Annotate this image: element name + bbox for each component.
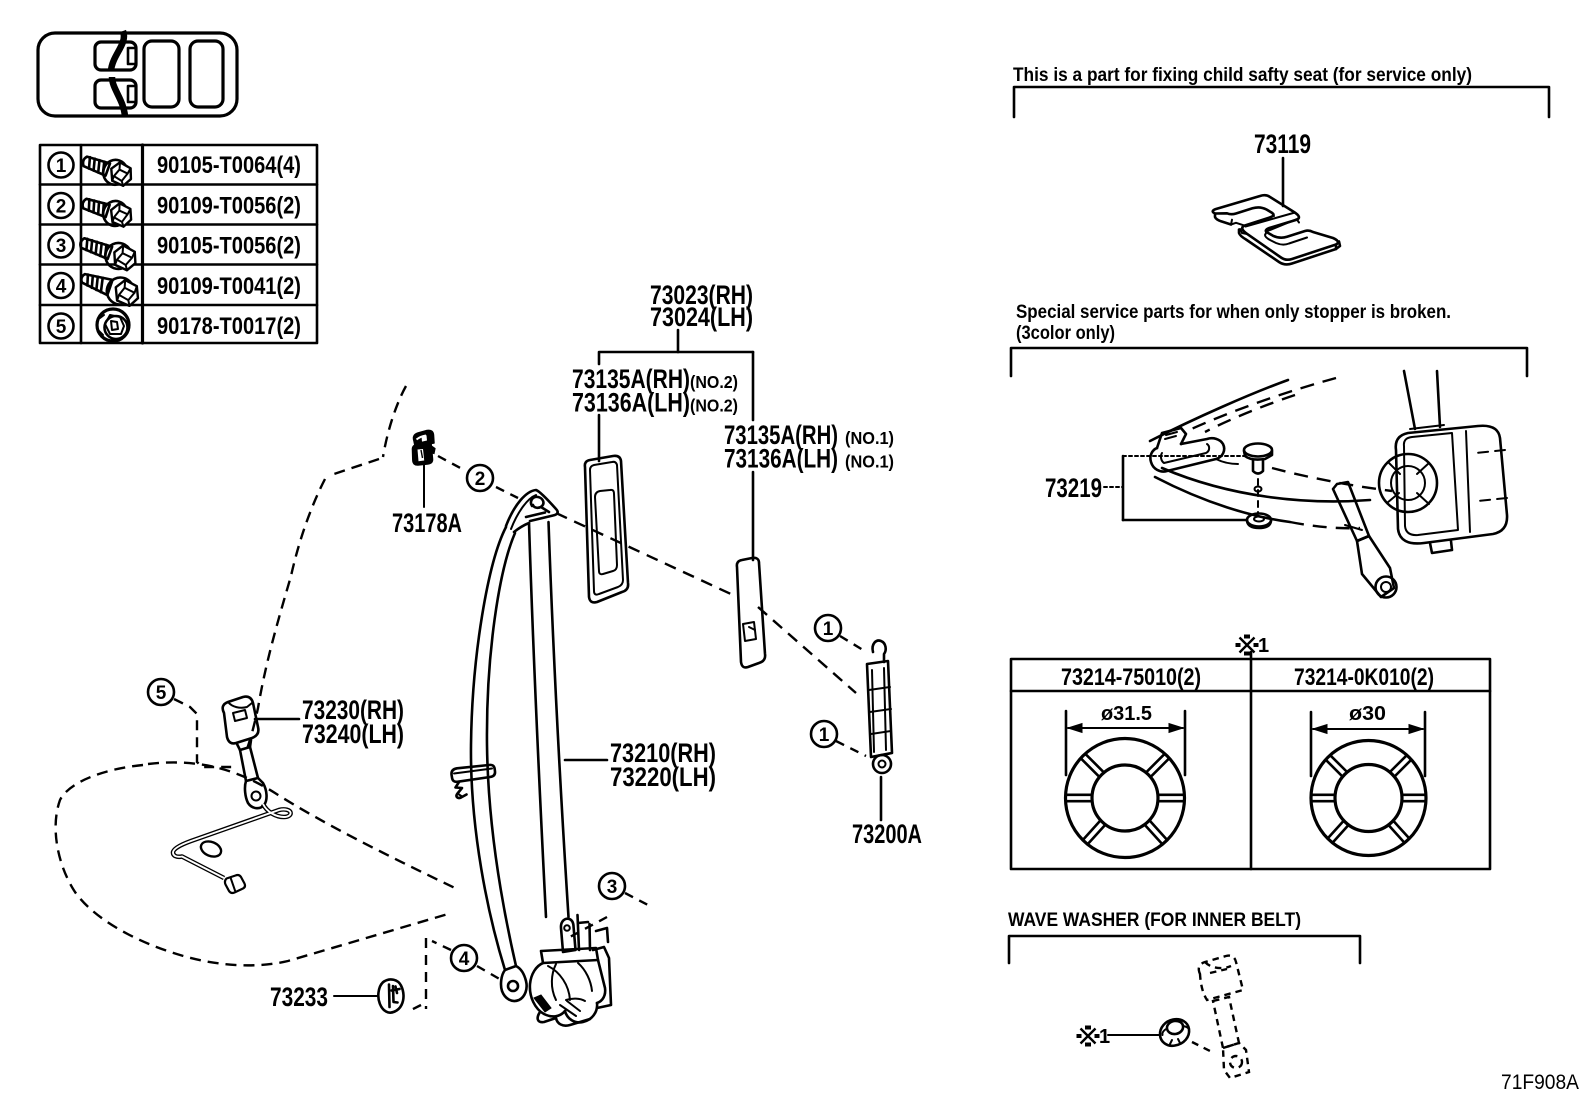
svg-text:1: 1 [819,725,830,746]
svg-text:73219: 73219 [1045,473,1102,503]
svg-text:73240(LH): 73240(LH) [302,719,404,749]
svg-text:3: 3 [56,236,67,257]
svg-text:73200A: 73200A [852,819,922,849]
svg-text:73233: 73233 [270,982,328,1012]
svg-text:90105-T0056(2): 90105-T0056(2) [157,233,301,260]
svg-text:1: 1 [1258,635,1269,657]
svg-text:1: 1 [823,619,834,640]
svg-text:ø31.5: ø31.5 [1101,703,1152,725]
svg-text:90105-T0064(4): 90105-T0064(4) [157,152,301,179]
svg-text:1: 1 [1099,1026,1110,1048]
svg-text:73178A: 73178A [392,508,462,538]
svg-text:73135A(RH): 73135A(RH) [572,364,690,394]
svg-text:73214-0K010(2): 73214-0K010(2) [1294,664,1434,691]
svg-text:5: 5 [156,683,167,704]
svg-text:2: 2 [475,469,486,490]
svg-text:73023(RH): 73023(RH) [650,280,753,310]
svg-text:73136A(LH): 73136A(LH) [572,388,690,418]
svg-text:73136A(LH): 73136A(LH) [724,444,838,474]
svg-text:Special service parts for when: Special service parts for when only stop… [1016,302,1451,323]
svg-text:73135A(RH): 73135A(RH) [724,420,838,450]
svg-text:73119: 73119 [1254,129,1311,159]
svg-text:WAVE WASHER (FOR INNER BELT): WAVE WASHER (FOR INNER BELT) [1008,910,1301,931]
svg-text:73230(RH): 73230(RH) [302,695,404,725]
svg-text:90109-T0056(2): 90109-T0056(2) [157,193,301,220]
svg-text:71F908A: 71F908A [1501,1071,1579,1094]
svg-text:73024(LH): 73024(LH) [650,302,753,332]
svg-text:73214-75010(2): 73214-75010(2) [1061,664,1201,691]
svg-text:(3color only): (3color only) [1016,323,1115,344]
svg-text:(NO.1): (NO.1) [845,428,894,448]
svg-text:This is a part for fixing chil: This is a part for fixing child safty se… [1013,65,1472,86]
svg-text:1: 1 [56,156,67,177]
svg-text:4: 4 [56,277,67,298]
svg-text:(NO.1): (NO.1) [845,452,894,472]
svg-text:(NO.2): (NO.2) [690,372,738,392]
svg-text:90178-T0017(2): 90178-T0017(2) [157,313,301,340]
svg-text:(NO.2): (NO.2) [690,396,738,416]
svg-text:73210(RH): 73210(RH) [610,738,716,768]
svg-text:2: 2 [56,197,67,218]
svg-text:5: 5 [56,317,67,338]
svg-text:73220(LH): 73220(LH) [610,762,716,792]
svg-text:3: 3 [607,877,618,898]
svg-text:4: 4 [459,949,470,970]
svg-text:ø30: ø30 [1349,703,1386,725]
svg-text:90109-T0041(2): 90109-T0041(2) [157,273,301,300]
